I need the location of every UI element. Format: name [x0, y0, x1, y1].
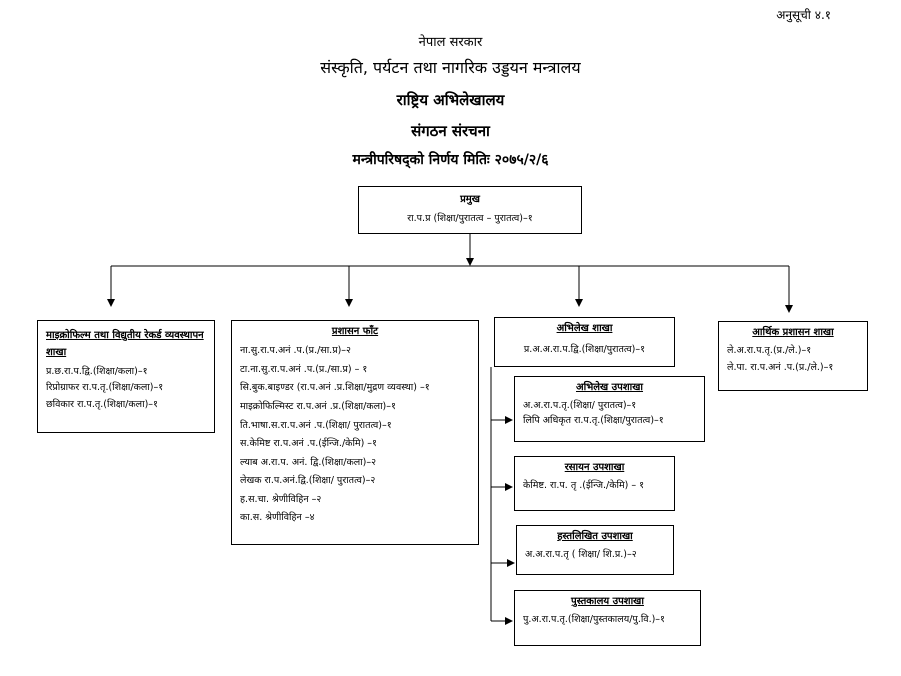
finance-section-box: आर्थिक प्रशासन शाखा ले.अ.रा.प.तृ.(प्र./ल… — [718, 321, 868, 391]
subsection-item: केमिष्ट. रा.प. तृ .(ईन्जि./केमि) – १ — [523, 480, 645, 491]
subsection-title: रसायन उपशाखा — [564, 462, 625, 473]
archive-subsection-box: अभिलेख उपशाखा अ.अ.रा.प.तृ.(शिक्षा/ पुरात… — [514, 376, 705, 442]
archive-section-box: अभिलेख शाखा प्र.अ.अ.रा.प.द्वि.(शिक्षा/पु… — [494, 317, 675, 367]
library-subsection-box: पुस्तकालय उपशाखा पु.अ.रा.प.तृ.(शिक्षा/पु… — [514, 590, 701, 646]
annex-label: अनुसूची ४.१ — [776, 8, 831, 22]
chemistry-subsection-box: रसायन उपशाखा केमिष्ट. रा.प. तृ .(ईन्जि./… — [514, 456, 675, 511]
admin-item: ति.भाषा.स.रा.प.अनं .प.(शिक्षा/ पुरातत्व)… — [240, 419, 392, 431]
admin-section-title: प्रशासन फाँट — [331, 326, 379, 337]
ministry-name: संस्कृति, पर्यटन तथा नागरिक उड्डयन मन्त्… — [320, 58, 581, 77]
admin-item: ह.स.चा. श्रेणीविहिन –२ — [240, 493, 322, 505]
subsection-item: पु.अ.रा.प.तृ.(शिक्षा/पुस्तकालय/पु.वि.)–१ — [523, 614, 665, 625]
subsection-item: अ.अ.रा.प.तृ ( शिक्षा/ शि.प्र.)–२ — [525, 549, 637, 560]
microfilm-item: छविकार रा.प.तृ.(शिक्षा/कला)–१ — [46, 398, 158, 410]
finance-item: ले.अ.रा.प.तृ.(प्र./ले.)–१ — [727, 345, 812, 356]
manuscript-subsection-box: हस्तलिखित उपशाखा अ.अ.रा.प.तृ ( शिक्षा/ श… — [516, 525, 674, 575]
microfilm-section-title: माइक्रोफिल्म तथा विद्युतीय रेकर्ड व्यवस्… — [46, 330, 204, 358]
decision-date: मन्त्रीपरिषद्को निर्णय मितिः २०७५/२/६ — [352, 152, 549, 168]
subsection-title: अभिलेख उपशाखा — [575, 382, 644, 393]
admin-section-box: प्रशासन फाँट ना.सु.रा.प.अनं .प.(प्र./सा.… — [231, 320, 479, 545]
admin-item: माइक्रोफिल्मिस्ट रा.प.अनं .प्र.(शिक्षा/क… — [240, 400, 396, 412]
admin-item: स.केमिष्ट रा.प.अनं .प.(ईन्जि./केमि) –१ — [240, 438, 378, 450]
office-name: राष्ट्रिय अभिलेखालय — [396, 91, 505, 109]
microfilm-item: रिप्रोग्राफर रा.प.तृ.(शिक्षा/कला)–१ — [46, 382, 164, 394]
finance-section-title: आर्थिक प्रशासन शाखा — [752, 327, 834, 338]
admin-item: टा.ना.सु.रा.प.अनं .प.(प्र./सा.प्र) – १ — [240, 363, 368, 375]
subsection-title: हस्तलिखित उपशाखा — [557, 531, 633, 542]
microfilm-section-box: माइक्रोफिल्म तथा विद्युतीय रेकर्ड व्यवस्… — [37, 320, 215, 433]
page-title: संगठन संरचना — [411, 122, 490, 140]
archive-section-title: अभिलेख शाखा — [556, 323, 613, 334]
microfilm-item: प्र.छ.रा.प.द्वि.(शिक्षा/कला)–१ — [46, 366, 148, 377]
admin-item: ल्याब अ.रा.प. अनं. द्वि.(शिक्षा/कला)–२ — [240, 456, 377, 468]
chief-title: प्रमुख — [460, 194, 480, 205]
subsection-title: पुस्तकालय उपशाखा — [571, 596, 644, 607]
archive-item: प्र.अ.अ.रा.प.द्वि.(शिक्षा/पुरातत्व)–१ — [523, 344, 646, 355]
government-name: नेपाल सरकार — [418, 35, 483, 50]
admin-item: का.स. श्रेणीविहिन –४ — [240, 512, 315, 524]
subsection-item: अ.अ.रा.प.तृ.(शिक्षा/ पुरातत्व)–१ — [523, 400, 637, 411]
admin-item: ना.सु.रा.प.अनं .प.(प्र./सा.प्र)–२ — [240, 345, 351, 357]
admin-item: सि.बुक.बाइण्डर (रा.प.अनं .प्र.शिक्षा/मुद… — [240, 382, 430, 394]
chief-box: प्रमुख रा.प.प्र (शिक्षा/पुरातत्व – पुरात… — [358, 186, 582, 234]
finance-item: ले.पा. रा.प.अनं .प.(प्र./ले.)–१ — [727, 362, 834, 374]
admin-item: लेखक रा.प.अनं.द्वि.(शिक्षा/ पुरातत्व)–२ — [240, 475, 376, 487]
chief-item: रा.प.प्र (शिक्षा/पुरातत्व – पुरातत्व)–१ — [407, 213, 533, 224]
subsection-item: लिपि अधिकृत रा.प.तृ.(शिक्षा/पुरातत्व)–१ — [523, 415, 664, 427]
